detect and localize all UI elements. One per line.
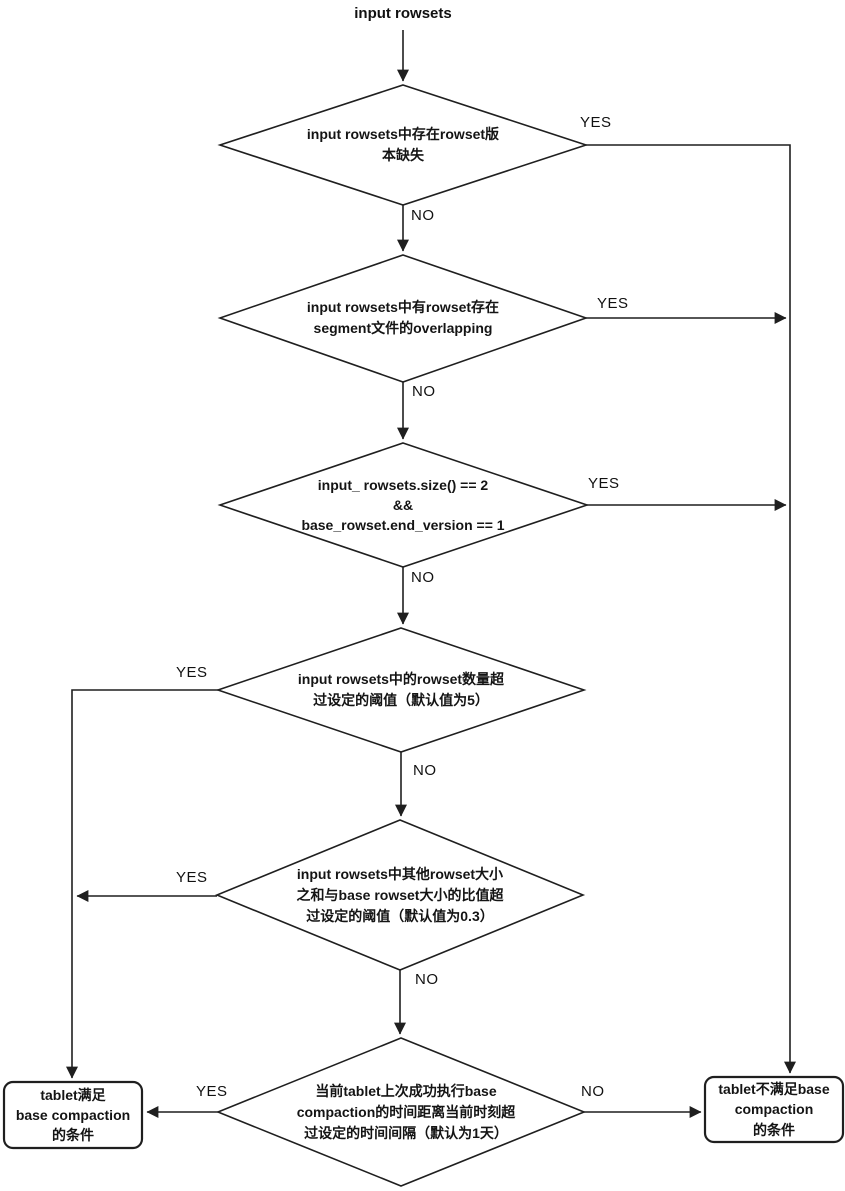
edge-label-d2-yes: YES	[597, 295, 629, 312]
edge-label-d4-yes: YES	[176, 664, 208, 681]
terminal-result-no-label: tablet不满足base compaction 的条件	[718, 1081, 830, 1138]
decision-d3-label: input_ rowsets.size() == 2 && base_rowse…	[301, 476, 505, 534]
terminal-result-yes-shape	[2, 1080, 144, 1150]
edge-label-d5-yes: YES	[176, 869, 208, 886]
edge-label-d6-no: NO	[581, 1083, 605, 1100]
edge-label-d1-yes: YES	[580, 114, 612, 131]
decision-d4-label: input rowsets中的rowset数量超 过设定的阈值（默认值为5）	[297, 671, 505, 708]
terminal-result-yes-label: tablet满足 base compaction 的条件	[15, 1086, 131, 1144]
edge-label-d6-yes: YES	[196, 1083, 228, 1100]
decision-d5-shape	[214, 819, 586, 971]
edge-label-d3-yes: YES	[588, 475, 620, 492]
terminal-result-no-shape	[703, 1075, 845, 1144]
edge-label-d1-no: NO	[411, 207, 435, 224]
edge-label-d4-no: NO	[413, 762, 437, 779]
decision-d4-shape	[215, 627, 587, 753]
edge-d4-yes-to-result-yes	[66, 689, 218, 1079]
decision-d1-label: input rowsets中存在rowset版 本缺失	[306, 126, 500, 163]
decision-d5-label: input rowsets中其他rowset大小 之和与base rowset大…	[296, 865, 504, 924]
decision-d2-shape	[217, 254, 589, 383]
decision-d6-label: 当前tablet上次成功执行base compaction的时间距离当前时刻超 …	[296, 1082, 516, 1141]
decision-d1-shape	[217, 84, 589, 206]
edge-label-d5-no: NO	[415, 971, 439, 988]
decision-d6-shape	[215, 1037, 587, 1187]
edge-d1-yes-to-result-no	[586, 144, 796, 1074]
start-label: input rowsets	[354, 5, 452, 22]
edge-label-d2-no: NO	[412, 383, 436, 400]
decision-d2-label: input rowsets中有rowset存在 segment文件的overla…	[306, 299, 500, 336]
edge-label-d3-no: NO	[411, 569, 435, 586]
decision-d3-shape	[217, 442, 590, 568]
